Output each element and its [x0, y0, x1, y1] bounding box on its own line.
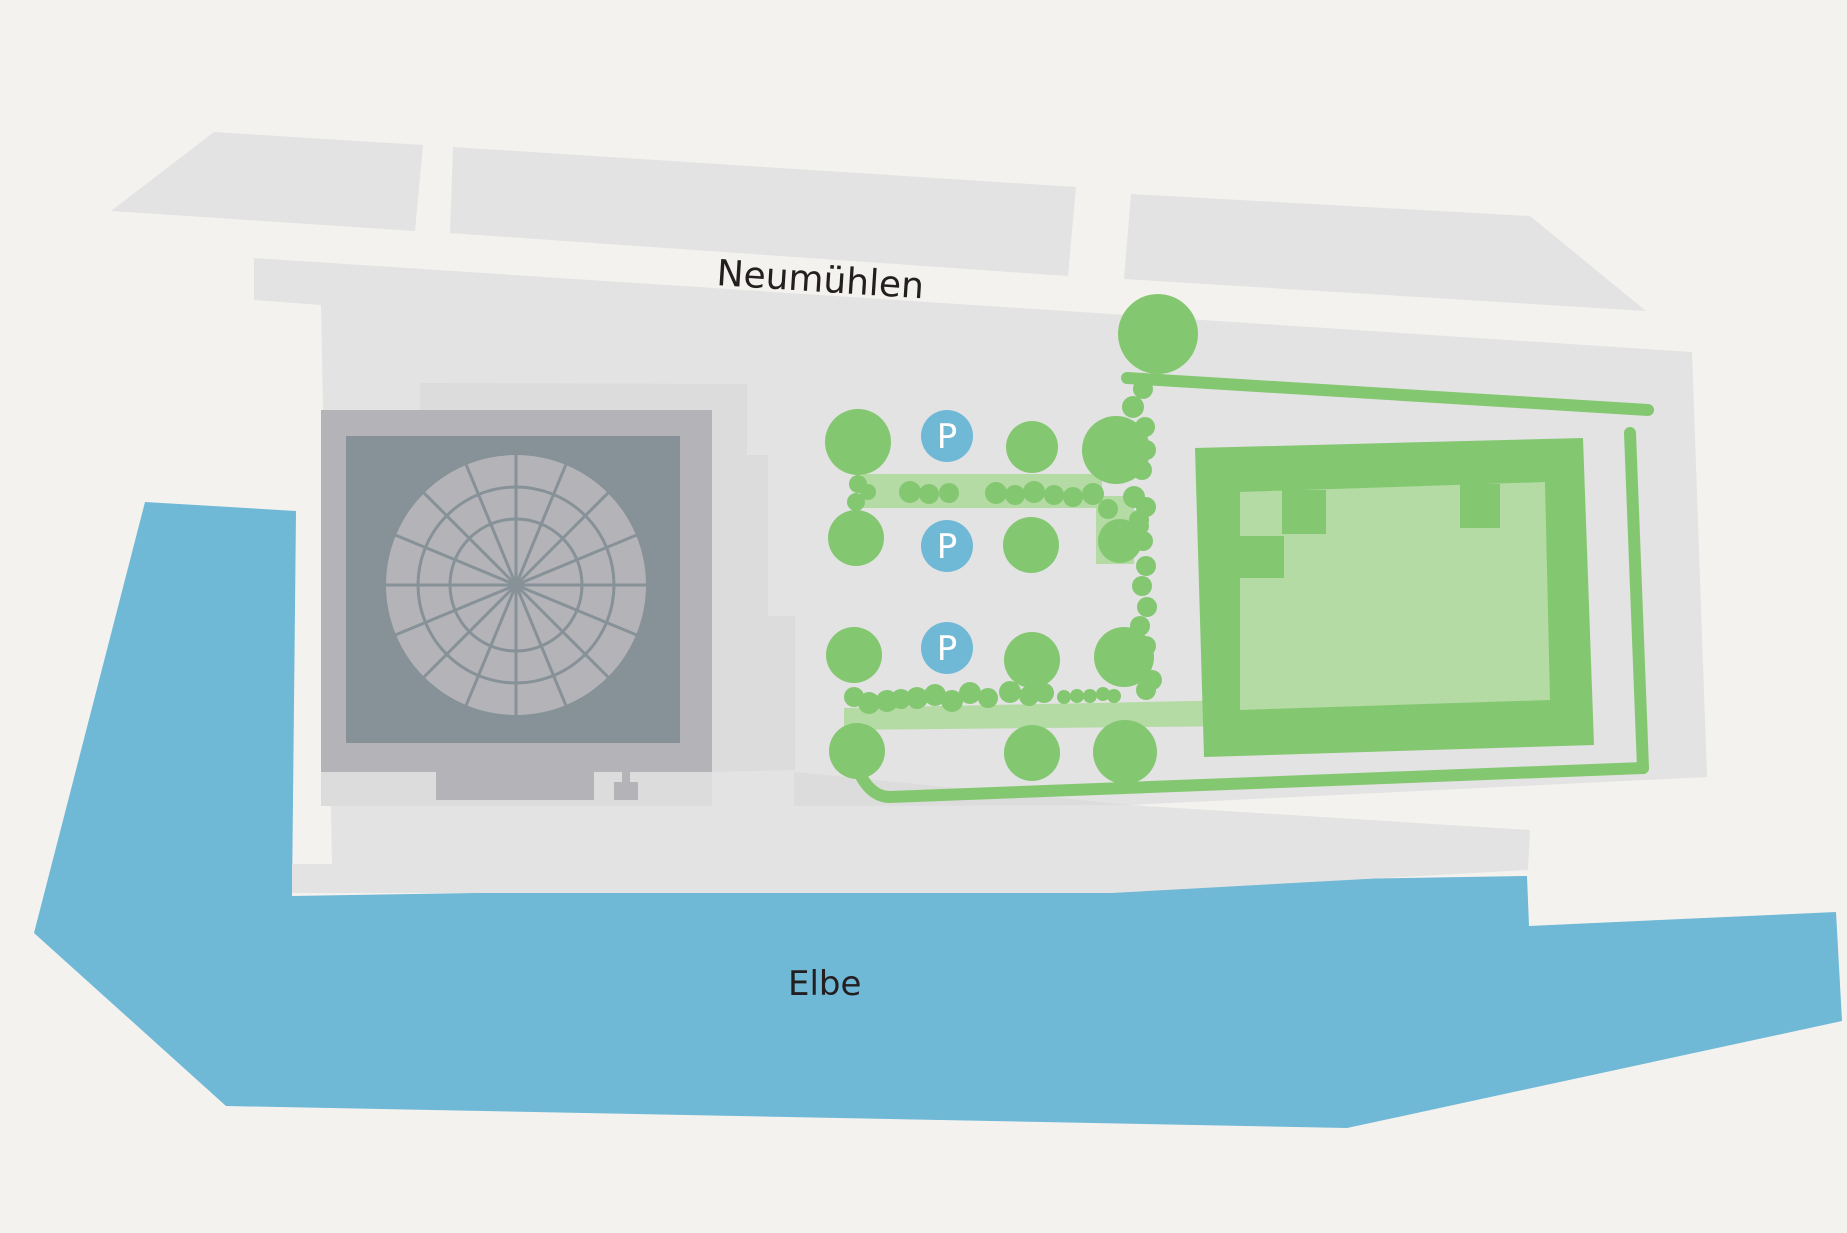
building	[321, 410, 712, 800]
tree	[941, 690, 963, 712]
dome-rib	[464, 464, 518, 586]
tree	[939, 483, 959, 503]
tree	[828, 510, 884, 566]
parking-circle	[921, 410, 973, 462]
river-label: Elbe	[788, 964, 861, 1004]
tree	[978, 688, 998, 708]
tree	[959, 682, 981, 704]
tree	[1122, 396, 1144, 418]
tree	[1098, 519, 1142, 563]
parking-sign: P	[921, 410, 973, 462]
tree	[1118, 294, 1198, 374]
tree	[825, 409, 891, 475]
tree	[1133, 379, 1153, 399]
tree	[847, 493, 865, 511]
tree	[1136, 497, 1156, 517]
parking-letter: P	[937, 527, 958, 567]
tree	[924, 684, 946, 706]
tree	[1136, 440, 1156, 460]
tree	[1136, 636, 1156, 656]
tree	[891, 689, 911, 709]
tree	[1063, 487, 1083, 507]
tree	[1005, 485, 1025, 505]
building-annex	[614, 782, 638, 800]
tree	[906, 687, 928, 709]
tree	[1133, 531, 1153, 551]
dome-rib	[514, 492, 609, 587]
tree	[1107, 689, 1121, 703]
tree	[1131, 656, 1151, 676]
tree	[826, 627, 882, 683]
parking-sign: P	[921, 622, 973, 674]
river-elbe	[34, 502, 1842, 1128]
tree	[1003, 517, 1059, 573]
tree	[1137, 597, 1157, 617]
tree	[1070, 689, 1084, 703]
hedge-north	[1121, 372, 1654, 416]
tree	[1130, 616, 1150, 636]
tree	[919, 484, 939, 504]
tree	[1136, 680, 1156, 700]
tree	[1093, 720, 1157, 784]
city-block	[111, 132, 423, 231]
dome-rib	[395, 583, 517, 637]
tree	[1136, 556, 1156, 576]
tree	[985, 482, 1007, 504]
dome	[386, 455, 646, 715]
tree	[1023, 481, 1045, 503]
tree	[1034, 683, 1054, 703]
building-annex-post	[622, 772, 630, 784]
hedge-east	[1624, 427, 1649, 774]
parking-letter: P	[937, 629, 958, 669]
parking-sign: P	[921, 520, 973, 572]
tree	[860, 484, 876, 500]
tree	[1019, 686, 1039, 706]
dome-rib	[423, 583, 518, 678]
dome-rib	[514, 583, 609, 678]
tree	[829, 723, 885, 779]
city-block	[450, 147, 1076, 276]
parking-circle	[921, 520, 973, 572]
field-block	[1460, 484, 1500, 528]
green-field	[1195, 438, 1594, 757]
tree	[1135, 417, 1155, 437]
dome-rib	[464, 584, 518, 706]
dome-rib	[423, 492, 518, 587]
tree	[1004, 632, 1060, 688]
tree	[1131, 517, 1149, 535]
tree	[858, 692, 880, 714]
dome-rib	[515, 533, 637, 587]
tree	[1004, 725, 1060, 781]
tree	[899, 481, 921, 503]
tree	[1083, 689, 1097, 703]
city-blocks	[111, 132, 1646, 311]
tree	[1044, 485, 1064, 505]
tree	[1098, 499, 1118, 519]
tree	[1006, 421, 1058, 473]
tree	[1057, 690, 1071, 704]
field-inner	[1240, 482, 1550, 710]
field-block	[1282, 490, 1326, 534]
tree	[1132, 460, 1152, 480]
city-block	[1124, 194, 1646, 311]
field-block	[1240, 536, 1284, 578]
trees	[825, 294, 1198, 784]
tree	[999, 681, 1021, 703]
tree	[1096, 687, 1110, 701]
building-entrance	[436, 772, 594, 800]
dome-rib	[515, 583, 637, 637]
dome-rib	[395, 533, 517, 587]
tree	[1132, 576, 1152, 596]
parking-circle	[921, 622, 973, 674]
dome-rib	[514, 584, 568, 706]
tree	[1082, 483, 1104, 505]
quay-strip	[292, 864, 1112, 892]
dome-rib	[514, 464, 568, 586]
parking-letter: P	[937, 417, 958, 457]
